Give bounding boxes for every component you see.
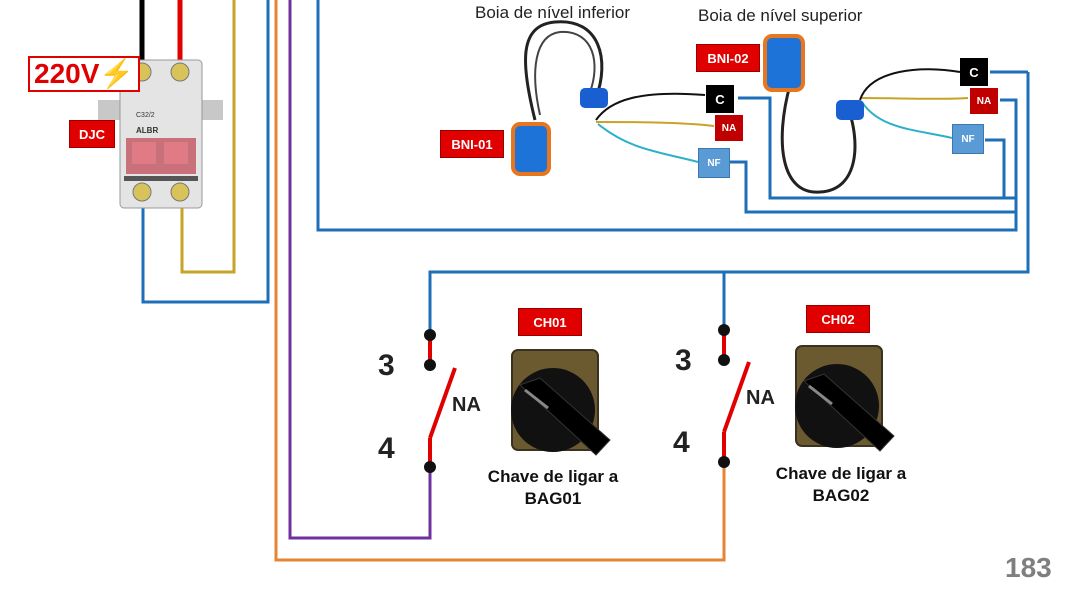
sw2-terminal-a [718, 324, 730, 336]
selector-switch-1 [511, 349, 611, 456]
page-number: 183 [1005, 552, 1052, 583]
switch1-caption-line1: Chave de ligar a [487, 467, 619, 486]
selector-switch-2 [795, 345, 895, 452]
wire-blue-c1 [738, 96, 1016, 200]
float2-wire-nf [861, 101, 953, 139]
switch2-caption-line2: BAG02 [812, 486, 870, 505]
float2-wire-na [861, 97, 969, 100]
float-high-clamp [836, 100, 864, 120]
sw2-terminal-4 [718, 456, 730, 468]
breaker-tag: DJC [69, 120, 115, 148]
switch1-terminal-3-label: 3 [378, 349, 395, 382]
float-high-title: Boia de nível superior [698, 6, 863, 25]
float-high-tag: BNI-02 [696, 44, 760, 72]
float1-cable [524, 20, 604, 121]
sw1-terminal-a [424, 329, 436, 341]
wire-blue-feed [428, 72, 1030, 330]
wire-blue-nf2 [985, 138, 1006, 198]
switch2-contact-type: NA [746, 387, 775, 409]
breaker-body [98, 59, 223, 209]
float-high-terminal-nf: NF [952, 124, 984, 154]
switch1-contact-type: NA [452, 394, 481, 416]
lightning-icon: ⚡ [99, 58, 135, 89]
float-low-terminal-na: NA [715, 115, 743, 141]
voltage-label: 220V⚡ [28, 56, 141, 92]
wire-gold [180, 0, 236, 274]
sw1-terminal-3 [424, 359, 436, 371]
breaker-brand-print: ALBR [136, 126, 159, 135]
switch1-caption-line2: BAG01 [524, 489, 582, 508]
wire-blue-breaker [141, 0, 270, 304]
sw1-blade [428, 367, 457, 439]
wire-purple [288, 0, 432, 540]
switch1-caption: Chave de ligar a BAG01 [478, 466, 628, 510]
breaker-model-print: C32/2 [136, 112, 155, 119]
float-low-terminal-nf: NF [698, 148, 730, 178]
switch1-terminal-4-label: 4 [378, 432, 395, 465]
switch2-tag: CH02 [806, 305, 870, 333]
sw2-blade [722, 361, 751, 433]
switch2-terminal-4-label: 4 [673, 426, 690, 459]
wire-blue-top [316, 0, 1018, 232]
float1-wire-nf [597, 123, 699, 163]
float2-cable [780, 84, 857, 194]
switch2-caption: Chave de ligar a BAG02 [766, 463, 916, 507]
float-low-clamp [580, 88, 608, 108]
switch2-caption-line1: Chave de ligar a [775, 464, 907, 483]
wire-orange [274, 0, 726, 562]
float-high-terminal-na: NA [970, 88, 998, 114]
float-high-terminal-c: C [960, 58, 988, 86]
float1-wire-na [595, 121, 715, 127]
sw2-terminal-3 [718, 354, 730, 366]
float-low-tag: BNI-01 [440, 130, 504, 158]
float-high-body [763, 34, 805, 92]
switch2-terminal-3-label: 3 [675, 344, 692, 377]
sw1-terminal-4 [424, 461, 436, 473]
float-low-terminal-c: C [706, 85, 734, 113]
wire-blue-nf1 [730, 98, 1018, 214]
float-low-title: Boia de nível inferior [475, 3, 630, 22]
float1-cable-loop [534, 30, 596, 116]
switch1-tag: CH01 [518, 308, 582, 336]
float-low-body [511, 122, 551, 176]
float2-wire-c [859, 68, 961, 101]
float1-wire-c [595, 92, 706, 121]
